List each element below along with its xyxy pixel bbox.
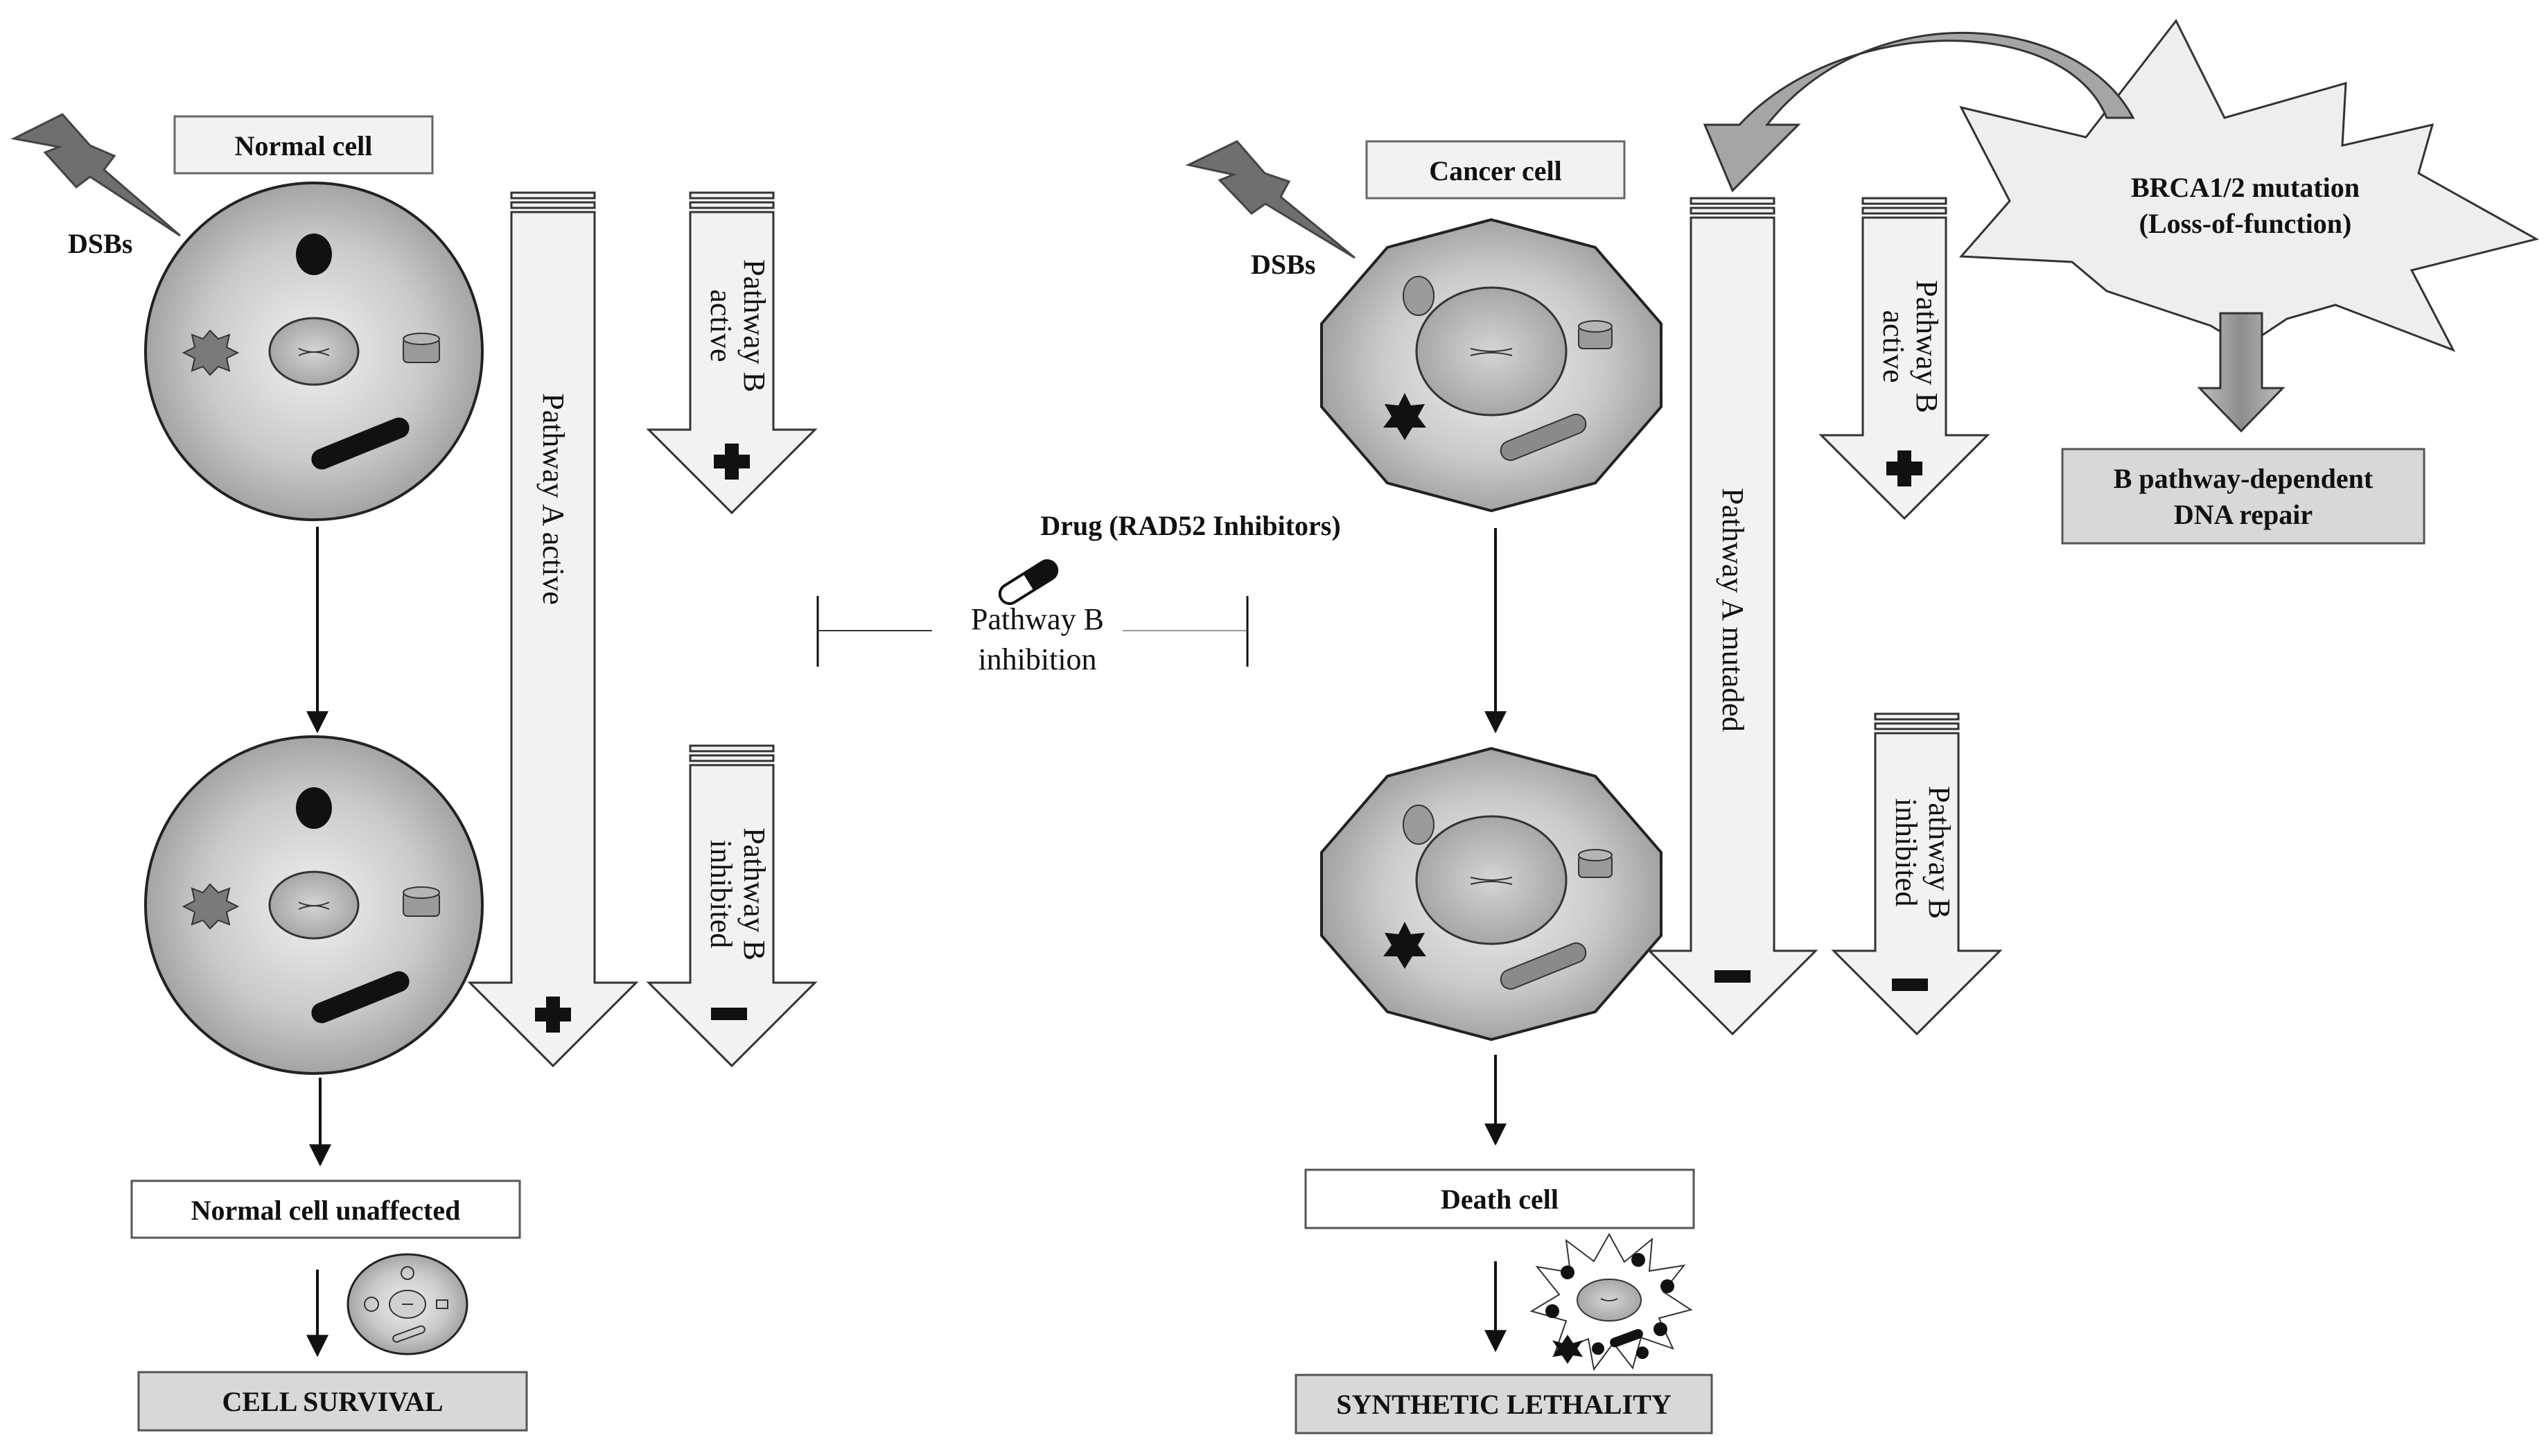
- lightning-icon: [1185, 140, 1356, 259]
- normal-unaffected-box: [130, 1179, 521, 1239]
- pathway-b-active-label-l1: Pathway B: [737, 259, 771, 392]
- cancer-cell-bottom: [1320, 746, 1663, 1042]
- normal-cell-label: Normal cell: [235, 130, 373, 161]
- pathway-b-inhibited-label-right-l1: Pathway B: [1922, 786, 1956, 919]
- pill-icon: [998, 559, 1059, 605]
- lightning-icon: [10, 113, 181, 237]
- drug-label: Drug (RAD52 Inhibitors): [1040, 510, 1340, 541]
- pathway-b-inhibited-arrow-right: [1831, 712, 2003, 1036]
- normal-unaffected-label: Normal cell unaffected: [191, 1195, 461, 1226]
- pathway-b-inhibited-label-l2: inhibited: [704, 840, 738, 948]
- normal-cell-top: [144, 182, 484, 521]
- dsbs-label-right: DSBs: [1251, 249, 1315, 280]
- inhibition-label-l1: Pathway B: [971, 602, 1104, 636]
- inhibition-label-l2: inhibition: [978, 642, 1096, 676]
- normal-cell-bottom: [144, 735, 484, 1075]
- pathway-a-active-label: Pathway A active: [536, 393, 570, 605]
- dead-cell-icon: [1529, 1232, 1693, 1371]
- small-normal-cell: [346, 1253, 468, 1356]
- cancer-cell-label-box: [1365, 140, 1626, 200]
- brca-mutation-label-l1: BRCA1/2 mutation: [2131, 172, 2360, 203]
- pathway-b-active-arrow-right: [1818, 197, 1990, 520]
- pathway-a-active-arrow: [467, 191, 639, 1068]
- death-cell-box: [1304, 1168, 1695, 1229]
- brca-mutation-label-l2: (Loss-of-function): [2139, 208, 2352, 239]
- pathway-b-inhibited-label-l1: Pathway B: [737, 827, 771, 961]
- cell-survival-box: [137, 1371, 528, 1432]
- curved-arrow: [1703, 31, 2135, 193]
- synthetic-lethality-label: SYNTHETIC LETHALITY: [1336, 1389, 1672, 1420]
- pathway-b-inhibited-arrow-left: [646, 744, 818, 1068]
- pathway-a-mutated-arrow: [1647, 197, 1818, 1036]
- brca-mutation-starburst: [1958, 19, 2540, 352]
- pathway-b-active-label-right-l2: active: [1877, 310, 1911, 383]
- pathway-b-inhibited-label-right-l2: inhibited: [1889, 798, 1923, 906]
- cell-survival-label: CELL SURVIVAL: [222, 1386, 443, 1417]
- normal-cell-label-box: [173, 115, 434, 175]
- down-arrow: [2197, 312, 2286, 433]
- repair-label-l2: DNA repair: [2174, 499, 2313, 530]
- repair-label-l1: B pathway-dependent: [2114, 463, 2374, 494]
- synthetic-lethality-box: [1295, 1374, 1713, 1435]
- pathway-b-active-label-right-l1: Pathway B: [1910, 280, 1944, 413]
- cancer-cell-top: [1320, 218, 1663, 513]
- pathway-a-mutated-label: Pathway A mutaded: [1716, 488, 1750, 732]
- pathway-b-active-arrow-left: [646, 191, 818, 515]
- repair-box: [2061, 448, 2425, 545]
- death-cell-label: Death cell: [1441, 1184, 1559, 1215]
- dsbs-label-left: DSBs: [68, 228, 132, 259]
- cancer-cell-label: Cancer cell: [1429, 155, 1561, 186]
- pathway-b-active-label-l2: active: [704, 289, 738, 362]
